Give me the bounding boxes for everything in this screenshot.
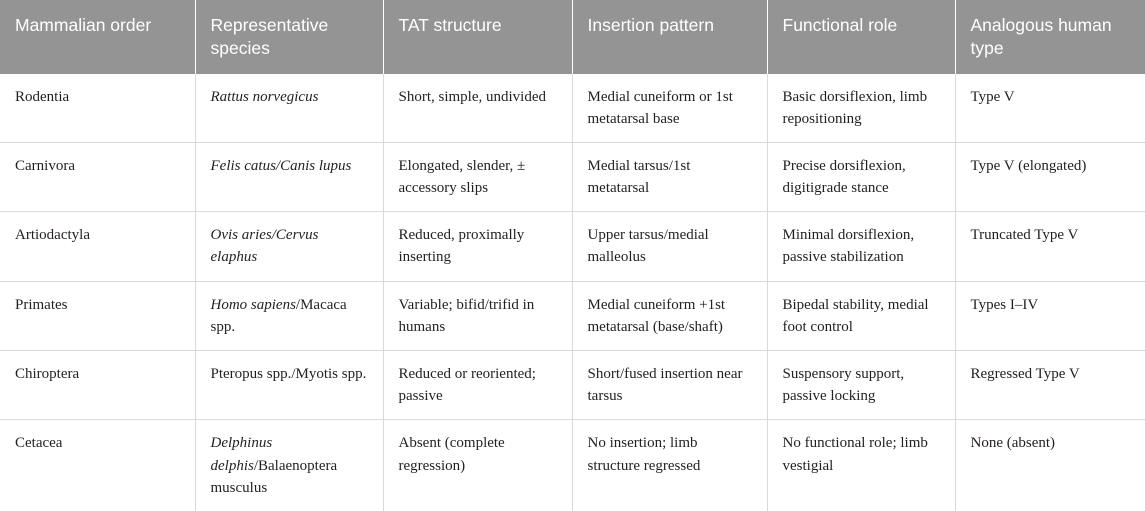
cell-functional-role: Minimal dorsiflexion, passive stabilizat… [767, 211, 956, 282]
cell-insertion-pattern: No insertion; limb structure regressed [572, 419, 768, 511]
cell-representative-species: Ovis aries/Cervus elaphus [195, 211, 384, 282]
table-row: Primates Homo sapiens/Macaca spp. Variab… [0, 281, 1145, 352]
cell-functional-role: Basic dorsiflexion, limb repositioning [767, 73, 956, 143]
table-header-row: Mammalian order Representative species T… [0, 0, 1145, 74]
cell-functional-role: Suspensory support, passive locking [767, 350, 956, 421]
cell-mammalian-order: Cetacea [0, 419, 196, 511]
cell-functional-role: No functional role; limb vestigial [767, 419, 956, 511]
cell-insertion-pattern: Medial cuneiform or 1st metatarsal base [572, 73, 768, 143]
cell-mammalian-order: Carnivora [0, 142, 196, 213]
cell-tat-structure: Elongated, slender, ± accessory slips [383, 142, 573, 213]
cell-mammalian-order: Chiroptera [0, 350, 196, 421]
column-header-insertion-pattern: Insertion pattern [572, 0, 768, 74]
table-row: Carnivora Felis catus/Canis lupus Elonga… [0, 142, 1145, 213]
column-header-functional-role: Functional role [767, 0, 956, 74]
species-italic: Rattus norvegicus [210, 88, 319, 105]
cell-mammalian-order: Rodentia [0, 73, 196, 143]
cell-functional-role: Bipedal stability, medial foot control [767, 281, 956, 352]
table-row: Cetacea Delphinus delphis/Balaenoptera m… [0, 419, 1145, 511]
table-body: Rodentia Rattus norvegicus Short, simple… [0, 73, 1145, 511]
cell-analogous-human-type: Types I–IV [955, 281, 1145, 352]
species-italic: Felis catus/Canis lupus [210, 157, 352, 174]
column-header-tat-structure: TAT structure [383, 0, 573, 74]
cell-representative-species: Rattus norvegicus [195, 73, 384, 143]
cell-mammalian-order: Artiodactyla [0, 211, 196, 282]
cell-analogous-human-type: Type V [955, 73, 1145, 143]
cell-analogous-human-type: Regressed Type V [955, 350, 1145, 421]
species-italic: Delphinus delphis [210, 435, 273, 474]
cell-analogous-human-type: Type V (elongated) [955, 142, 1145, 213]
cell-mammalian-order: Primates [0, 281, 196, 352]
table-row: Artiodactyla Ovis aries/Cervus elaphus R… [0, 211, 1145, 282]
species-italic: Homo sapiens [210, 296, 296, 313]
table-row: Chiroptera Pteropus spp./Myotis spp. Red… [0, 350, 1145, 421]
species-italic: Ovis aries/Cervus elaphus [210, 227, 319, 266]
cell-analogous-human-type: None (absent) [970, 435, 1056, 452]
cell-tat-structure: Reduced, proximally inserting [383, 211, 573, 282]
table-header: Mammalian order Representative species T… [0, 0, 1145, 74]
species-roman: /Macaca spp. [210, 296, 347, 335]
species-roman: /Balaenoptera musculus [210, 457, 338, 496]
cell-tat-structure: Short, simple, undivided [383, 73, 573, 143]
cell-insertion-pattern: Medial cuneiform +1st metatarsal (base/s… [572, 281, 768, 352]
cell-representative-species: Delphinus delphis/Balaenoptera musculus [195, 419, 384, 511]
column-header-representative-species: Representative species [195, 0, 384, 74]
cell-representative-species: Felis catus/Canis lupus [195, 142, 384, 213]
cell-tat-structure: Variable; bifid/trifid in humans [383, 281, 573, 352]
column-header-analogous-human-type: Analogous human type [955, 0, 1145, 74]
column-header-mammalian-order: Mammalian order [0, 0, 196, 74]
cell-insertion-pattern: Medial tarsus/1st metatarsal [572, 142, 768, 213]
cell-insertion-pattern: Upper tarsus/medial malleolus [572, 211, 768, 282]
cell-representative-species: Pteropus spp./Myotis spp. [195, 350, 384, 421]
table-row: Rodentia Rattus norvegicus Short, simple… [0, 73, 1145, 143]
species-roman: Pteropus spp./Myotis spp. [210, 366, 367, 382]
cell-analogous-human-type: Truncated Type V [955, 211, 1145, 282]
cell-representative-species: Homo sapiens/Macaca spp. [195, 281, 384, 352]
cell-tat-structure: Reduced or reoriented; passive [383, 350, 573, 421]
cell-insertion-pattern: Short/fused insertion near tarsus [572, 350, 768, 421]
cell-tat-structure: Absent (complete regression) [383, 419, 573, 511]
cell-functional-role: Precise dorsiflexion, digitigrade stance [767, 142, 956, 213]
